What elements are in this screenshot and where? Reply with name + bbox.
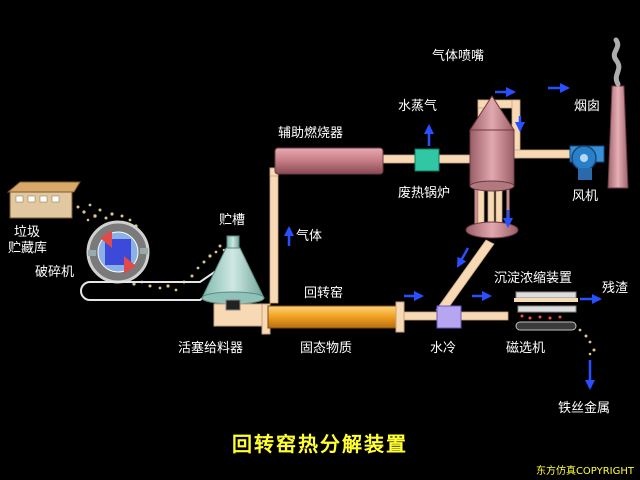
flow-arrows: [284, 83, 602, 390]
label-aux-burner: 辅助燃烧器: [278, 125, 343, 141]
label-chimney: 烟囱: [574, 99, 600, 114]
label-iron: 铁丝金属: [558, 400, 610, 416]
rotary-kiln: [261, 301, 405, 335]
label-magnetic: 磁选机: [506, 341, 545, 356]
labels: 垃圾 贮藏库 破碎机 贮槽 活塞给料器 辅助燃烧器 气体 回转窑 固态物质 水冷…: [8, 48, 628, 416]
water-cooler: [436, 305, 462, 329]
label-gas: 气体: [296, 228, 322, 244]
hopper: [201, 235, 265, 305]
chimney: [607, 37, 629, 189]
diagram-title: 回转窑热分解装置: [232, 432, 408, 456]
label-kiln: 回转窑: [304, 285, 343, 301]
label-fan: 风机: [572, 189, 598, 204]
settling-thickener: [514, 291, 578, 320]
arrow-to-cooler: [456, 247, 470, 268]
piston-feeder: [213, 299, 271, 327]
cyclone-tower: [465, 95, 519, 239]
aux-burner: [274, 147, 384, 175]
label-settler: 沉淀浓缩装置: [494, 270, 572, 286]
storage-house: [6, 181, 81, 219]
label-nozzle: 气体喷嘴: [432, 48, 484, 64]
label-storage-1: 垃圾: [14, 225, 40, 240]
label-residue: 残渣: [602, 281, 628, 296]
crusher: [86, 220, 150, 284]
label-storage-2: 贮藏库: [8, 240, 47, 256]
magnetic-separator: [515, 321, 596, 356]
label-piston-feeder: 活塞给料器: [178, 340, 243, 356]
label-water-cool: 水冷: [430, 341, 456, 356]
label-crusher: 破碎机: [35, 265, 74, 280]
copyright: 东方仿真COPYRIGHT: [536, 464, 635, 477]
label-steam: 水蒸气: [398, 98, 437, 114]
fan: [569, 145, 605, 180]
label-hopper: 贮槽: [219, 213, 245, 228]
waste-heat-boiler: [414, 148, 440, 172]
label-solid: 固态物质: [300, 341, 352, 356]
label-waste-boiler: 废热锅炉: [398, 185, 450, 201]
